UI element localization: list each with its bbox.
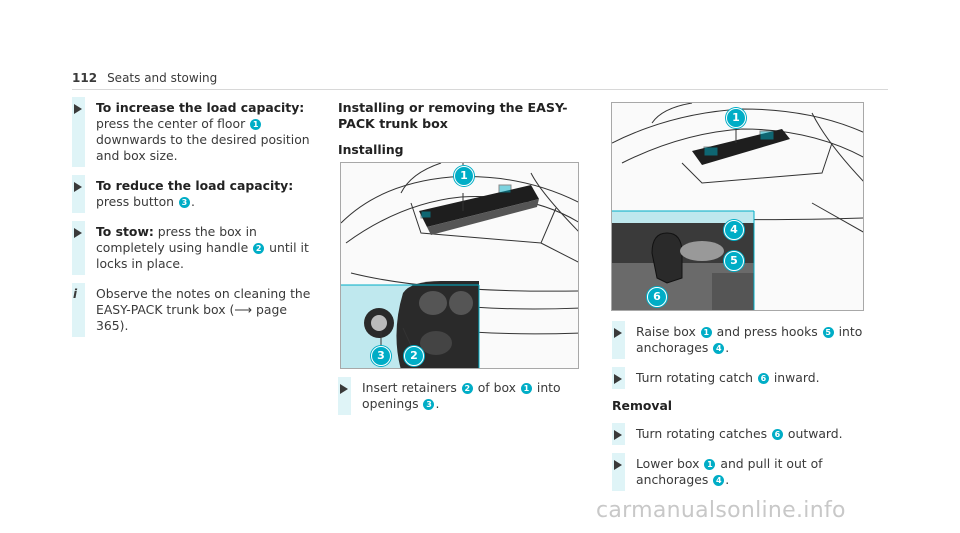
ref-badge: 6 [771, 429, 783, 440]
step-text: press the center of floor [96, 116, 250, 131]
section-title: Seats and stowing [107, 71, 218, 85]
step-arrow-icon [340, 384, 348, 394]
ref-badge: 1 [700, 327, 712, 338]
ref-badge: 2 [461, 383, 473, 394]
step-text: and pull it out of anchorages [636, 456, 823, 487]
step-stow: To stow: press the box in completely usi… [72, 221, 317, 275]
page-number: 112 [72, 71, 98, 85]
step-insert-retainers: Insert retainers 2 of box 1 into opening… [338, 377, 584, 415]
column-3-steps: Raise box 1 and press hooks 5 into ancho… [612, 321, 870, 502]
ref-badge: 1 [250, 119, 262, 130]
step-text: Turn rotating catch [636, 370, 757, 385]
step-title: To reduce the load capacity: [96, 178, 294, 193]
step-text: press the box in completely using handle [96, 224, 257, 255]
subheading-removal: Removal [612, 398, 673, 413]
page-reference-link[interactable]: page 365). [96, 302, 287, 333]
info-icon: i [73, 287, 78, 301]
step-text: Lower box [636, 456, 704, 471]
step-text: . [435, 396, 440, 411]
ref-badge: 2 [253, 243, 265, 254]
step-arrow-icon [614, 430, 622, 440]
step-text: and press hooks [712, 324, 822, 339]
page-header: 112 Seats and stowing [72, 70, 217, 86]
section-heading: Installing or removing the EASY-PACK tru… [338, 100, 568, 131]
watermark: carmanualsonline.info [596, 498, 846, 523]
ref-badge: 4 [713, 475, 725, 486]
step-turn-catch-inward: Turn rotating catch 6 inward. [612, 367, 870, 389]
callout-1: 1 [726, 108, 746, 128]
callout-2: 2 [404, 346, 424, 366]
step-text: of box [473, 380, 520, 395]
step-text: downwards to the desired position and bo… [96, 132, 310, 163]
step-arrow-icon [74, 104, 82, 114]
step-text: into openings [362, 380, 561, 411]
figure-installing: 1 2 3 [340, 162, 579, 369]
ref-badge: 4 [713, 343, 725, 354]
step-reduce-capacity: To reduce the load capacity: press butto… [72, 175, 317, 213]
step-increase-capacity: To increase the load capacity: press the… [72, 97, 317, 167]
step-text: into anchorages [636, 324, 863, 355]
step-arrow-icon [74, 228, 82, 238]
trunk-illustration [341, 163, 578, 368]
step-text: until it locks in place. [96, 240, 309, 271]
column-2: Installing or removing the EASY-PACK tru… [338, 100, 584, 170]
callout-3: 3 [371, 346, 391, 366]
note-text: Observe the notes on cleaning the EASY-P… [96, 286, 311, 317]
step-text: . [190, 194, 195, 209]
callout-4: 4 [724, 220, 744, 240]
column-1: To increase the load capacity: press the… [72, 97, 317, 337]
callout-5: 5 [724, 251, 744, 271]
step-text: Turn rotating catches [636, 426, 771, 441]
subheading-installing: Installing [338, 142, 404, 157]
step-text: . [725, 340, 730, 355]
callout-6: 6 [647, 287, 667, 307]
step-title: To increase the load capacity: [96, 100, 305, 115]
ref-badge: 6 [757, 373, 769, 384]
step-text: Insert retainers [362, 380, 461, 395]
callout-1: 1 [454, 166, 474, 186]
step-turn-catches-outward: Turn rotating catches 6 outward. [612, 423, 870, 445]
step-raise-box: Raise box 1 and press hooks 5 into ancho… [612, 321, 870, 359]
page-ref-arrow-icon: ⟶ [234, 302, 253, 317]
ref-badge: 5 [822, 327, 834, 338]
column-2-steps: Insert retainers 2 of box 1 into opening… [338, 377, 584, 426]
step-arrow-icon [614, 460, 622, 470]
step-text: Raise box [636, 324, 700, 339]
ref-badge: 3 [423, 399, 435, 410]
ref-badge: 1 [704, 459, 716, 470]
info-note: i Observe the notes on cleaning the EASY… [72, 283, 317, 337]
step-text: outward. [783, 426, 843, 441]
step-text: press button [96, 194, 178, 209]
figure-anchorages: 1 4 5 6 [611, 102, 864, 311]
step-lower-box: Lower box 1 and pull it out of anchorage… [612, 453, 870, 491]
step-arrow-icon [74, 182, 82, 192]
ref-badge: 3 [178, 197, 190, 208]
step-title: To stow: [96, 224, 154, 239]
step-arrow-icon [614, 328, 622, 338]
header-divider [72, 89, 888, 90]
step-arrow-icon [614, 374, 622, 384]
step-text: . [725, 472, 730, 487]
step-text: inward. [769, 370, 820, 385]
ref-badge: 1 [520, 383, 532, 394]
trunk-anchorage-illustration [612, 103, 863, 310]
